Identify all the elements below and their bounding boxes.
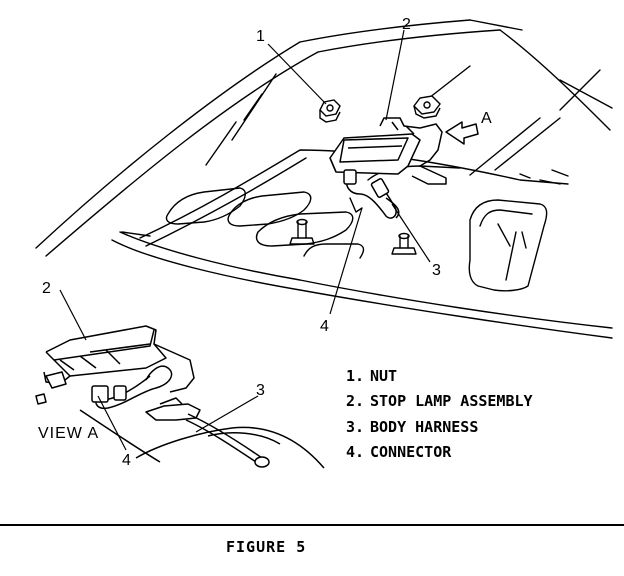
body-harness-and-connector-drawing	[343, 169, 400, 219]
parts-legend: 1. NUT 2. STOP LAMP ASSEMBLY 3. BODY HAR…	[346, 367, 533, 461]
legend-num-1: 1.	[346, 367, 364, 385]
callout-1-top: 1	[256, 28, 265, 45]
legend-label-1: NUT	[370, 367, 397, 385]
callout-4-detail: 4	[122, 452, 131, 469]
callout-4-top: 4	[320, 318, 329, 335]
callout-2-top: 2	[402, 16, 411, 33]
stop-lamp-assembly-drawing	[329, 117, 479, 185]
callout-3-top: 3	[432, 262, 441, 279]
leader-lines-detail	[59, 289, 259, 451]
view-a-label: VIEW A	[38, 425, 99, 442]
callout-a-arrow: A	[481, 110, 492, 127]
callout-3-detail: 3	[256, 382, 265, 399]
legend-num-4: 4.	[346, 443, 364, 461]
callout-2-detail: 2	[42, 280, 51, 297]
legend-num-2: 2.	[346, 392, 364, 410]
legend-label-2: STOP LAMP ASSEMBLY	[370, 392, 533, 410]
legend-label-4: CONNECTOR	[370, 443, 452, 461]
figure-caption: FIGURE 5	[226, 538, 306, 556]
vehicle-rear-deck-drawing	[35, 19, 613, 339]
view-a-detail-drawing	[35, 325, 325, 469]
legend-num-3: 3.	[346, 418, 364, 436]
legend-label-3: BODY HARNESS	[370, 418, 478, 436]
nut-drawing	[319, 95, 441, 123]
leader-lines-main	[267, 29, 431, 315]
